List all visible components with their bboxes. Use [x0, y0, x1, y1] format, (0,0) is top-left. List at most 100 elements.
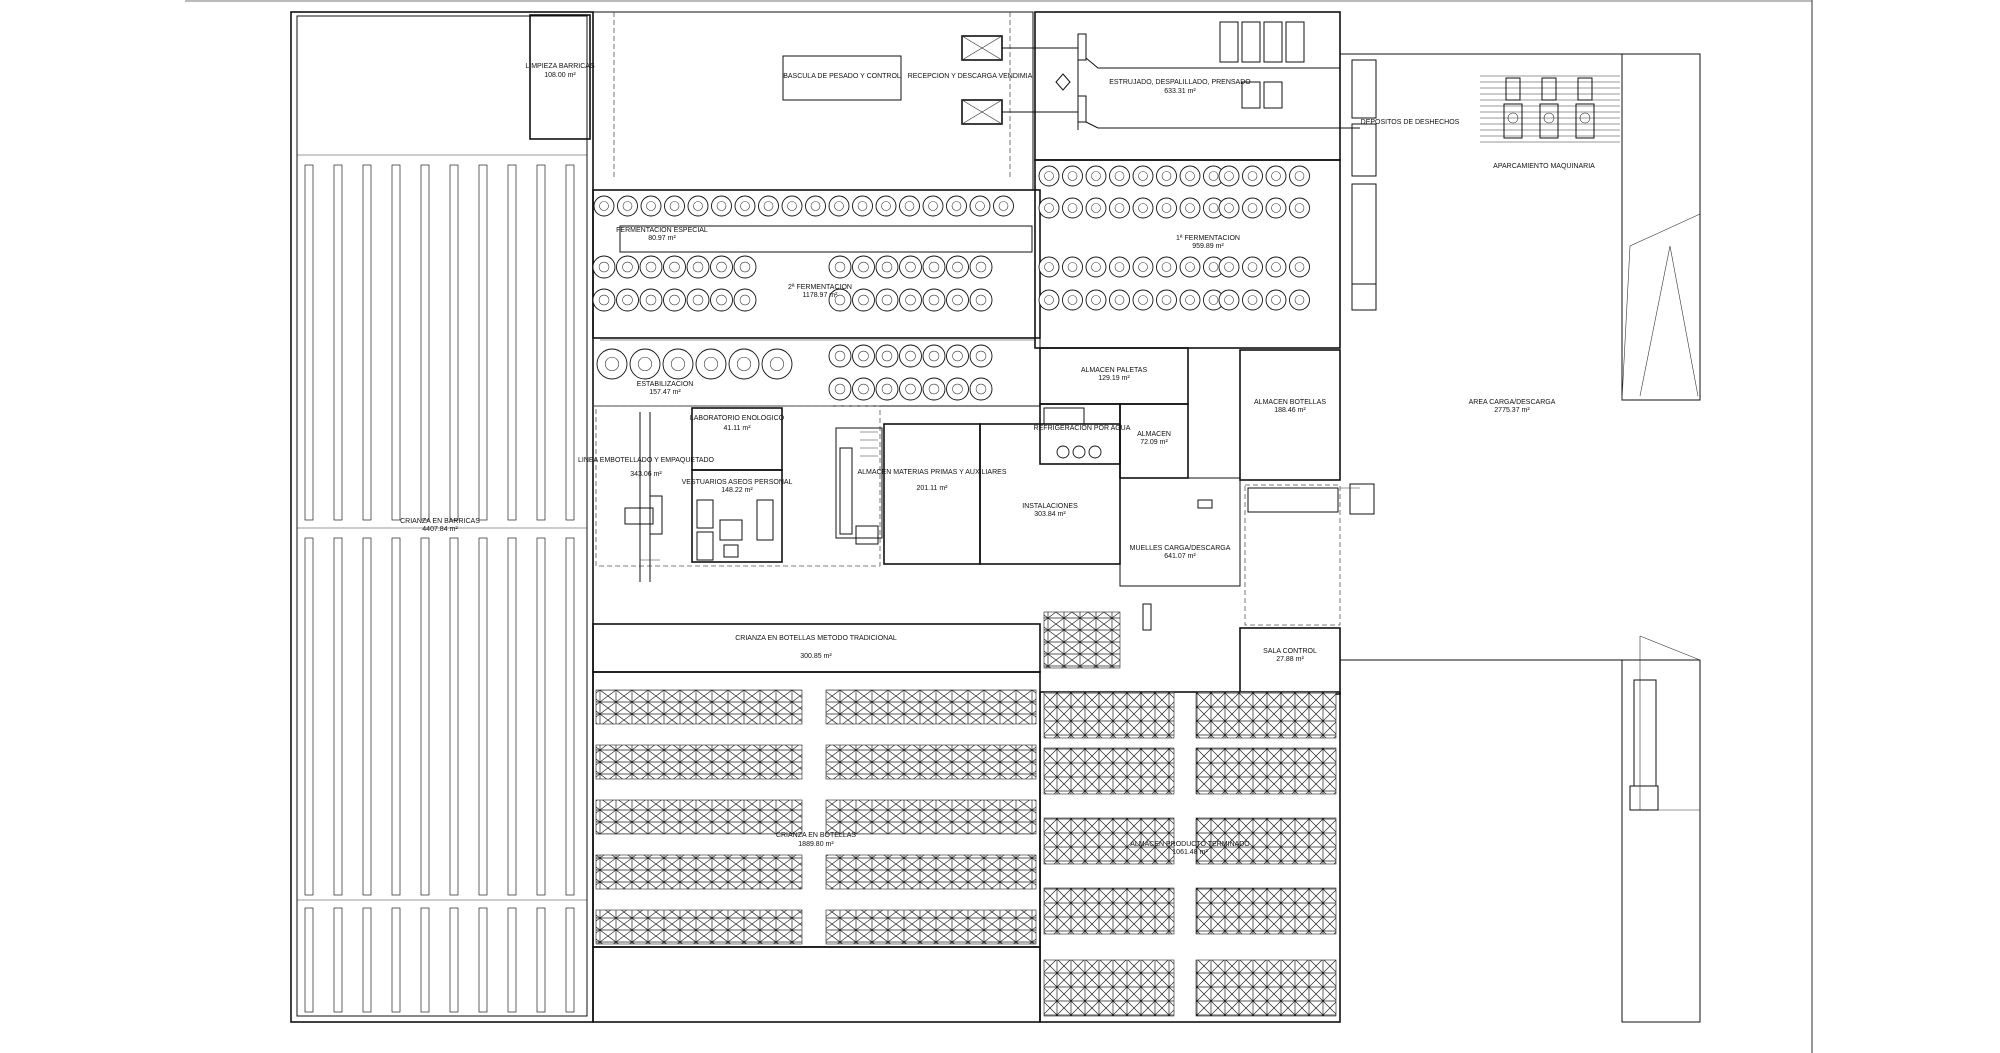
- barrel-rack: [391, 164, 401, 521]
- tank-icon: [852, 344, 875, 368]
- truck-icon: [1349, 483, 1375, 515]
- tank-inner: [928, 261, 940, 273]
- barrel-rack: [536, 907, 546, 1013]
- tank-icon: [969, 377, 993, 401]
- tank-icon: [875, 288, 899, 312]
- forklift-icon: [1142, 603, 1152, 631]
- tank-inner: [951, 201, 962, 211]
- tank-inner: [669, 294, 680, 306]
- tank-inner: [740, 201, 750, 211]
- tank-inner: [622, 201, 633, 211]
- tank-inner: [975, 294, 987, 306]
- limpieza-barricas-area: 108.00 m²: [544, 72, 576, 79]
- tank-icon: [592, 288, 616, 312]
- tank-inner: [1247, 295, 1258, 305]
- bottle-rack: [595, 744, 803, 780]
- tank-icon: [1289, 289, 1310, 311]
- tank-icon: [686, 255, 710, 279]
- tank-icon: [1132, 165, 1154, 187]
- barrel-rack: [304, 907, 314, 1013]
- crianza-botellas-area: 1889.80 m²: [798, 841, 834, 848]
- tank-icon: [1085, 165, 1107, 187]
- tank-inner: [1224, 262, 1234, 272]
- bottle-rack: [1195, 817, 1337, 865]
- bottle-rack: [825, 854, 1037, 890]
- tank-icon: [639, 288, 663, 312]
- tank-inner: [1294, 171, 1305, 181]
- barrel-rack: [565, 537, 575, 896]
- tank-inner: [905, 383, 916, 395]
- tank-icon: [1038, 197, 1060, 219]
- tank-icon: [1109, 165, 1130, 187]
- tank-icon: [593, 195, 615, 217]
- tank-icon: [1265, 289, 1287, 311]
- tank-inner: [1044, 171, 1054, 181]
- tank-icon: [1156, 256, 1177, 278]
- tank-inner: [1271, 262, 1281, 272]
- barrel-rack: [420, 164, 430, 521]
- barrel-rack: [478, 537, 488, 896]
- estabilizacion-area: 157.47 m²: [649, 389, 681, 396]
- wheel-icon: [1543, 112, 1555, 124]
- tank-icon: [734, 195, 756, 217]
- laboratorio-label: LABORATORIO ENOLOGICO: [690, 415, 785, 422]
- tank-icon: [899, 377, 922, 401]
- tank-inner: [1138, 262, 1148, 272]
- tank-icon: [828, 344, 852, 368]
- barrel-rack: [565, 907, 575, 1013]
- tank-icon: [1156, 289, 1177, 311]
- barrel-rack: [536, 164, 546, 521]
- tank-inner: [598, 294, 610, 306]
- tank-inner: [703, 356, 719, 372]
- tank-icon: [946, 377, 969, 401]
- tank-inner: [646, 201, 656, 211]
- wheel-icon: [1507, 112, 1519, 124]
- barrel-rack: [304, 164, 314, 521]
- tank-inner: [1067, 262, 1078, 272]
- refrigeracion-label: REFRIGERACION POR AGUA: [1034, 425, 1131, 432]
- tank-inner: [881, 201, 891, 211]
- tank-icon: [1289, 165, 1310, 187]
- instalaciones-label: INSTALACIONES: [1022, 503, 1078, 510]
- estabilizacion-label: ESTABILIZACION: [637, 381, 694, 388]
- tank-icon: [1062, 165, 1083, 187]
- tank-inner: [645, 294, 657, 306]
- tank-icon: [1038, 165, 1060, 187]
- bottle-rack: [825, 744, 1037, 780]
- tank-inner: [1067, 295, 1078, 305]
- bottling-zone: [595, 405, 881, 582]
- tank-inner: [928, 350, 940, 362]
- tank-inner: [1224, 171, 1234, 181]
- crianza-metodo-area: [592, 611, 1121, 673]
- tank-icon: [969, 288, 993, 312]
- muelles-area: 641.07 m²: [1164, 553, 1196, 560]
- tank-icon: [1265, 256, 1287, 278]
- forklift-icon: [1197, 499, 1213, 509]
- tank-icon: [828, 288, 852, 312]
- barrel-rack-rows: [297, 154, 587, 1013]
- tank-inner: [739, 261, 751, 273]
- tank-icon: [629, 348, 661, 380]
- fermentacion-especial-label: FERMENTACION ESPECIAL: [616, 227, 708, 234]
- tractor-icon: [1577, 77, 1593, 101]
- tank-inner: [858, 350, 869, 362]
- limpieza-barricas-room: [529, 14, 591, 140]
- tank-icon: [828, 377, 852, 401]
- tractor-icon: [1575, 103, 1595, 139]
- tank-icon: [1062, 197, 1083, 219]
- vestuarios-room: [691, 469, 783, 563]
- producto-terminado-area: 1061.48 m²: [1172, 849, 1208, 856]
- sala-control-label: SALA CONTROL: [1263, 648, 1317, 655]
- tank-icon: [1242, 256, 1263, 278]
- tank-icon: [922, 255, 946, 279]
- barrel-rack: [362, 164, 372, 521]
- tank-icon: [1218, 165, 1240, 187]
- room-labels: LIMPIEZA BARRICAS 108.00 m² BASCULA DE P…: [400, 63, 1595, 856]
- primera-fermentacion-label: 1ª FERMENTACION: [1176, 235, 1240, 242]
- tank-icon: [1062, 256, 1083, 278]
- tank-inner: [1247, 203, 1258, 213]
- barrel-rack: [478, 907, 488, 1013]
- tank-inner: [975, 383, 987, 395]
- tank-icon: [663, 288, 686, 312]
